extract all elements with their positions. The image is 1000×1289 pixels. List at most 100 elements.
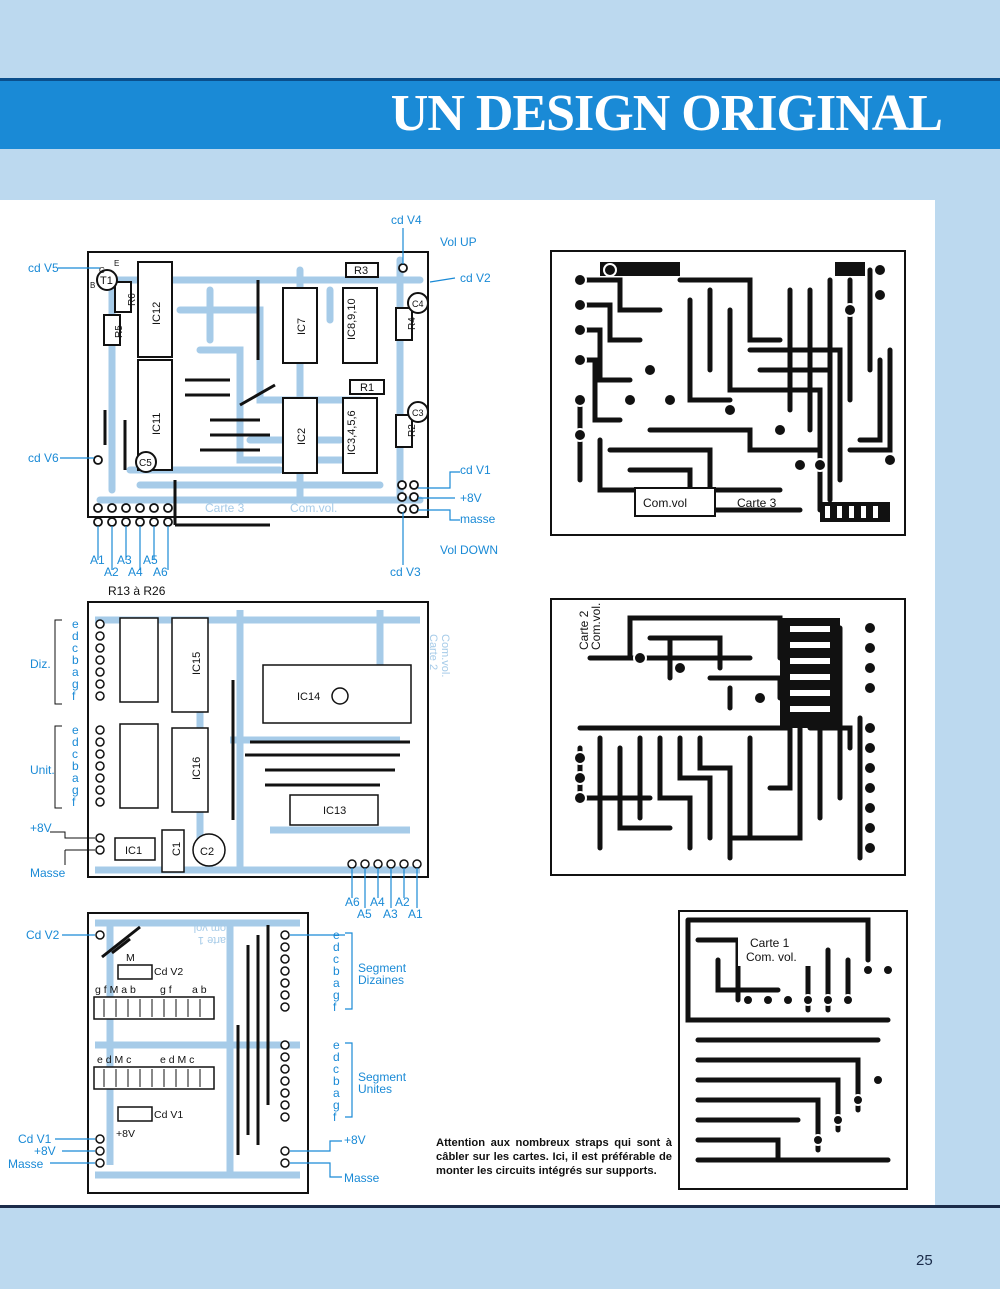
title-banner [0,78,1000,149]
ic2-chip [282,397,318,474]
label-diz: Diz. [30,657,51,671]
label-cdv2-b1: Cd V2 [26,928,60,942]
comp-ic12: IC12 [151,302,163,325]
pcb-label-comvol-2: Com.vol. [589,603,603,650]
seg-unit-c: c [72,747,78,761]
display-label-1: g f M a b [95,984,136,996]
seg-b1d-c: c [333,952,339,966]
pcb-label-comvol-1: Com. vol. [746,950,797,964]
seg-b1u-a: a [333,1086,340,1100]
board2-outline [87,601,429,878]
pin-b: B [90,281,95,290]
label-8v-b1-right: +8V [344,1133,366,1147]
ic8-chip [342,287,378,364]
label-unit: Unit. [30,763,55,777]
seg-b1d-a: a [333,976,340,990]
comp-t1: T1 [100,275,113,287]
pin-c: C [99,266,105,275]
seg-b1u-e: e [333,1038,340,1052]
comp-ic16: IC16 [191,757,203,780]
display-label-4: e d M c [97,1054,131,1066]
seg-b1d-b: b [333,964,340,978]
ghost-carte1-b1: Carte 1 [198,934,234,946]
seg-b1d-d: d [333,940,340,954]
comp-ic14: IC14 [297,691,320,703]
pin-e: E [114,259,119,268]
c5-capacitor [135,451,157,473]
board2-layout: R13 à R26 [30,584,451,920]
comp-ic15: IC15 [191,652,203,675]
label-cdv4: cd V4 [391,213,422,227]
switch-label-cdv2: Cd V2 [154,966,183,978]
label-masse-b1: Masse [8,1157,44,1171]
label-unites: Unites [358,1082,392,1096]
comp-r3: R3 [354,265,368,277]
ghost-carte2-b2: Carte 2 [427,634,439,670]
label-a5: A5 [143,553,158,567]
label-segment-unit: Segment [358,1070,407,1084]
seg-unit-a: a [72,771,79,785]
board2-title: R13 à R26 [108,584,166,598]
label-cdv5: cd V5 [28,261,59,275]
seg-unit-g: g [72,783,79,797]
comp-c4: C4 [412,299,424,309]
t1-transistor [96,269,118,291]
pcb-carte3: Com.vol Carte 3 [550,250,906,536]
label-dizaines: Dizaines [358,973,404,987]
pcb-carte2: Carte 2 Com.vol. [550,598,906,876]
comp-r1: R1 [360,382,374,394]
ic12-chip [137,261,173,358]
board3-layout: cd V4 Vol UP cd V2 cd V5 cd V6 cd V1 +8V… [28,213,498,579]
ic16-chip [171,727,209,813]
switch-label-m: M [126,952,135,964]
seg-b1u-f: f [333,1110,337,1124]
label-cdv3: cd V3 [390,565,421,579]
display-label-3: a b [192,984,207,996]
display-dizaines [93,996,215,1020]
display-unites [93,1066,215,1090]
ic15-chip [171,617,209,713]
comp-c3: C3 [412,408,424,418]
label-cdv1: cd V1 [460,463,491,477]
seg-b1u-d: d [333,1050,340,1064]
label-a1: A1 [90,553,105,567]
r1-resistor [349,379,385,395]
r2-resistor [395,414,413,448]
comp-ic7: IC7 [296,318,308,335]
display-label-5: e d M c [160,1054,194,1066]
label-a6: A6 [153,565,168,579]
label-volup: Vol UP [440,235,477,249]
seg-b1d-g: g [333,988,340,1002]
label-a3-b2: A3 [383,907,398,920]
ghost-comvol: Com.vol. [290,501,337,515]
pcb-label-comvol: Com.vol [643,496,687,510]
r5-resistor [103,314,121,346]
switch-cdv1 [117,1106,153,1122]
seg-b1d-e: e [333,928,340,942]
label-cdv1-b1: Cd V1 [18,1132,52,1146]
bottom-rule [0,1205,1000,1208]
label-a3: A3 [117,553,132,567]
switch-cdv2 [117,964,153,980]
label-a4: A4 [128,565,143,579]
ghost-comvol-b2: Com.vol. [439,634,451,677]
label-masse-b2: Masse [30,866,66,880]
comp-ic8910: IC8,9,10 [346,298,358,340]
seg-diz-g: g [72,677,79,691]
label-a2-b2: A2 [395,895,410,909]
label-a6-b2: A6 [345,895,360,909]
seg-unit-b: b [72,759,79,773]
c2-capacitor [192,833,226,867]
seg-diz-e: e [72,617,79,631]
label-8v: +8V [460,491,482,505]
label-cdv6: cd V6 [28,451,59,465]
seg-unit-e: e [72,723,79,737]
comp-c1: C1 [171,842,183,856]
c1-capacitor [161,829,185,873]
board3-outline [87,251,429,518]
board1-layout: Cd V2 Cd V1 +8V Masse Segment Dizaines S… [8,912,407,1194]
label-a1-b2: A1 [408,907,423,920]
comp-ic1: IC1 [125,845,142,857]
comp-r6: R6 [127,293,138,306]
seg-diz-a: a [72,665,79,679]
